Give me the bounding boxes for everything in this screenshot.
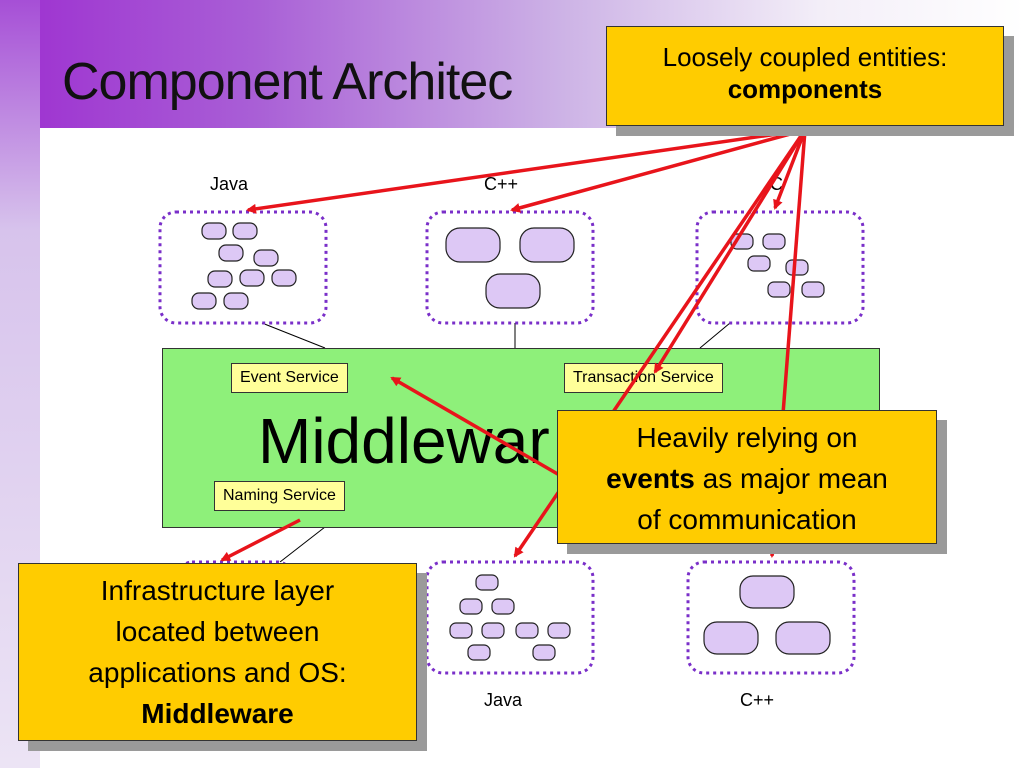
event-service-box: Event Service: [231, 363, 348, 393]
slide-title: Component Architec: [62, 53, 513, 111]
component-node: [449, 622, 473, 639]
arrow-to-c-top: [773, 129, 807, 210]
callout-events-bold: events: [606, 463, 695, 494]
component-node: [762, 233, 786, 250]
connector-line: [279, 526, 326, 563]
component-node: [747, 255, 771, 272]
component-node: [547, 622, 571, 639]
arrow-to-java-top: [246, 128, 806, 214]
component-node: [445, 227, 501, 263]
callout-components: Loosely coupled entities: components: [606, 26, 1004, 126]
callout-events-rest: as major mean: [694, 463, 888, 494]
callout-events-line3: of communication: [637, 504, 857, 535]
component-node: [739, 575, 795, 609]
component-node: [703, 621, 759, 655]
callout-middleware: Infrastructure layer located between app…: [18, 563, 417, 741]
component-node: [491, 598, 515, 615]
component-node: [232, 222, 258, 240]
callout-events: Heavily relying on events as major mean …: [557, 410, 937, 544]
arrow-to-event-service: [390, 376, 569, 482]
arrow-to-middleware: [653, 129, 807, 374]
component-node: [515, 622, 539, 639]
callout-middleware-bold: Middleware: [141, 698, 294, 729]
label-cpp-top: C++: [484, 174, 519, 194]
component-node: [271, 269, 297, 287]
component-node: [481, 622, 505, 639]
component-node: [459, 598, 483, 615]
component-node: [239, 269, 265, 287]
component-node: [475, 574, 499, 591]
component-node: [253, 249, 279, 267]
label-java-bottom: Java: [484, 690, 523, 710]
component-node: [201, 222, 227, 240]
arrow-to-cpp-top: [510, 128, 806, 213]
callout-middleware-line3: applications and OS:: [88, 657, 347, 688]
connector-line: [261, 322, 326, 349]
component-node: [785, 259, 809, 276]
component-node: [775, 621, 831, 655]
callout-components-line1: Loosely coupled entities:: [662, 42, 948, 72]
component-node: [485, 273, 541, 309]
arrow-to-hidden-component: [220, 518, 301, 562]
component-node: [767, 281, 791, 298]
component-node: [467, 644, 491, 661]
callout-middleware-line1: Infrastructure layer: [100, 575, 335, 606]
callout-components-bold: components: [727, 74, 883, 104]
label-java-top: Java: [210, 174, 249, 194]
component-node: [218, 244, 244, 262]
component-node: [532, 644, 556, 661]
connector-line: [699, 322, 731, 349]
component-node: [801, 281, 825, 298]
component-node: [519, 227, 575, 263]
component-node: [223, 292, 249, 310]
callout-events-line1: Heavily relying on: [636, 422, 858, 453]
naming-service-box: Naming Service: [214, 481, 345, 511]
callout-middleware-line2: located between: [115, 616, 320, 647]
component-node: [191, 292, 217, 310]
component-node: [207, 270, 233, 288]
label-cpp-bottom: C++: [740, 690, 775, 710]
